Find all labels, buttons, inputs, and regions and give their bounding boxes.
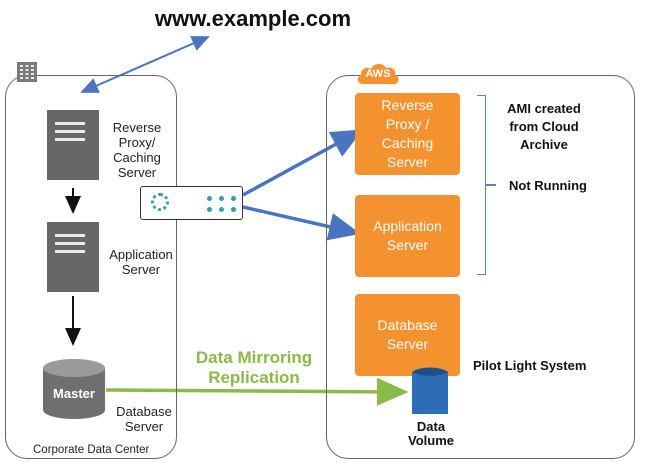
pilot-light-label: Pilot Light System — [473, 358, 587, 373]
aws-reverse-proxy-line: Caching — [381, 135, 434, 151]
replication-arrow — [105, 377, 409, 406]
load-balancer-ring-icon — [151, 193, 169, 211]
website-url: www.example.com — [155, 6, 352, 31]
corporate-data-center-box — [5, 75, 177, 459]
corp-reverse-proxy-line: Proxy/ — [118, 135, 156, 150]
aws-db-server-line: Server — [386, 336, 429, 352]
url-arrow — [80, 36, 210, 93]
data-volume-line: Data — [416, 419, 446, 434]
not-running-bracket-tick — [486, 184, 496, 186]
aws-app-server-line: Application — [373, 218, 442, 234]
not-running-label: Not Running — [509, 178, 587, 193]
aws-database-server: Database Server — [355, 294, 460, 376]
aws-reverse-proxy-line: Server — [386, 154, 429, 170]
aws-reverse-proxy-server: Reverse Proxy / Caching Server — [355, 93, 460, 175]
corp-reverse-proxy-server-icon — [47, 110, 99, 180]
db-master-label: Master — [53, 386, 95, 401]
aws-region-box — [326, 75, 635, 459]
ami-note-line: from Cloud — [509, 119, 579, 134]
data-volume-line: Volume — [408, 433, 454, 448]
aws-application-server: Application Server — [355, 195, 460, 277]
aws-app-server-line: Server — [386, 237, 429, 253]
replication-line: Replication — [208, 368, 300, 387]
replication-label: Data Mirroring Replication — [182, 348, 326, 388]
corp-reverse-proxy-line: Server — [117, 165, 157, 180]
aws-reverse-proxy-line: Proxy / — [385, 116, 430, 132]
lb-to-aws-app-arrow — [242, 205, 361, 241]
ami-created-note: AMI created from Cloud Archive — [496, 100, 592, 154]
corp-reverse-proxy-line: Reverse — [112, 120, 162, 135]
aws-badge-label: AWS — [365, 68, 391, 80]
building-icon — [17, 62, 37, 82]
corp-reverse-proxy-label: Reverse Proxy/ Caching Server — [105, 120, 169, 180]
ami-note-line: AMI created — [507, 101, 581, 116]
not-running-bracket — [477, 95, 486, 275]
ami-note-line: Archive — [520, 137, 568, 152]
data-volume-icon — [412, 367, 448, 414]
corp-reverse-proxy-line: Caching — [113, 150, 161, 165]
load-balancer-icon — [140, 186, 243, 220]
corp-database-server-label: Database Server — [111, 404, 177, 434]
corp-application-server-label: Application Server — [103, 247, 179, 277]
data-volume-label: Data Volume — [396, 420, 466, 448]
lb-to-aws-proxy-arrow — [242, 129, 364, 197]
replication-line: Data Mirroring — [195, 348, 313, 367]
corp-app-server-line: Server — [121, 262, 161, 277]
aws-db-server-line: Database — [377, 317, 438, 333]
corp-application-server-icon — [47, 222, 99, 292]
database-cylinder-icon — [43, 359, 105, 419]
aws-cloud-icon — [357, 63, 399, 84]
corporate-data-center-label: Corporate Data Center — [33, 444, 150, 456]
corp-app-server-line: Application — [109, 247, 173, 262]
corp-db-server-line: Database — [116, 404, 172, 419]
aws-reverse-proxy-line: Reverse — [381, 97, 434, 113]
corp-db-server-line: Server — [124, 419, 164, 434]
